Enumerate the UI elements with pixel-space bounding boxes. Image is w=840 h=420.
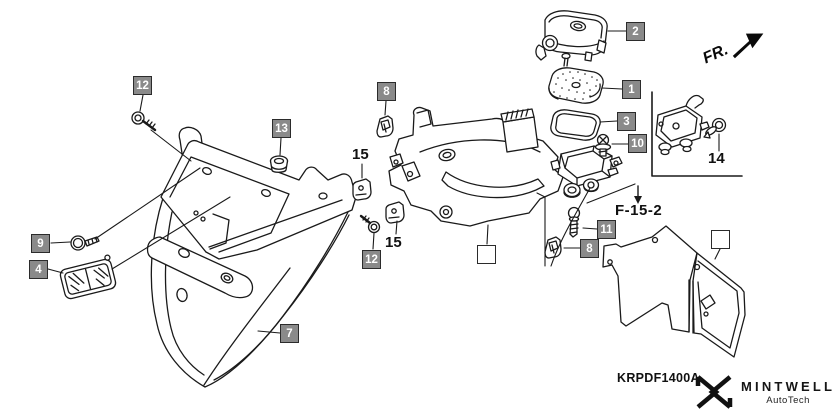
callout-box-9[interactable]: 9 bbox=[31, 234, 50, 253]
callout-box-7[interactable]: 7 bbox=[280, 324, 299, 343]
callout-box-12[interactable]: 12 bbox=[133, 76, 152, 95]
callout-box-8[interactable]: 8 bbox=[580, 239, 599, 258]
part-number-label-14: 14 bbox=[708, 150, 725, 167]
front-direction-indicator: FR. bbox=[699, 21, 772, 71]
gasket-part bbox=[550, 109, 601, 141]
callout-box-2[interactable]: 2 bbox=[626, 22, 645, 41]
inset-frame bbox=[651, 91, 743, 177]
reflector-part bbox=[59, 254, 117, 300]
callout-box-1[interactable]: 1 bbox=[622, 80, 641, 99]
callout-box-4[interactable]: 4 bbox=[29, 260, 48, 279]
callout-box-13[interactable]: 13 bbox=[272, 119, 291, 138]
part-number-label-15: 15 bbox=[385, 234, 402, 251]
brand-logo-text: MINTWELL AutoTech bbox=[741, 379, 835, 406]
screw-14-part bbox=[703, 117, 727, 139]
callout-box-blank bbox=[711, 230, 730, 249]
nut-13-part bbox=[269, 155, 289, 173]
inner-fender-tray-part bbox=[388, 106, 564, 227]
foam-packing-part bbox=[548, 67, 604, 104]
clip-8-top-part bbox=[376, 115, 394, 138]
reference-label: F-15-2 bbox=[615, 202, 663, 219]
front-direction-arrow-icon bbox=[732, 33, 764, 59]
diagram-code-label: KRPDF1400A bbox=[617, 371, 700, 385]
inset-bracket-part bbox=[655, 94, 710, 156]
leader-lines bbox=[47, 30, 721, 334]
brand-name: MINTWELL bbox=[741, 378, 836, 394]
callout-box-blank bbox=[477, 245, 496, 264]
callout-box-11[interactable]: 11 bbox=[597, 220, 616, 239]
callout-box-12[interactable]: 12 bbox=[362, 250, 381, 269]
callout-box-8[interactable]: 8 bbox=[377, 82, 396, 101]
brand-logo: MINTWELL AutoTech bbox=[694, 374, 835, 410]
screw-12-left-part bbox=[131, 111, 157, 132]
pad-15-top-part bbox=[352, 178, 372, 201]
brand-tagline: AutoTech bbox=[766, 394, 810, 406]
callout-box-3[interactable]: 3 bbox=[617, 112, 636, 131]
mud-guard-part bbox=[146, 192, 355, 388]
taillight-cover-part bbox=[535, 10, 608, 67]
license-bracket-part bbox=[602, 225, 746, 358]
brand-logo-icon bbox=[695, 375, 733, 409]
screw-10-part bbox=[594, 133, 612, 157]
callout-box-10[interactable]: 10 bbox=[628, 134, 647, 153]
taillight-stand-part bbox=[550, 145, 623, 198]
part-number-label-15: 15 bbox=[352, 146, 369, 163]
